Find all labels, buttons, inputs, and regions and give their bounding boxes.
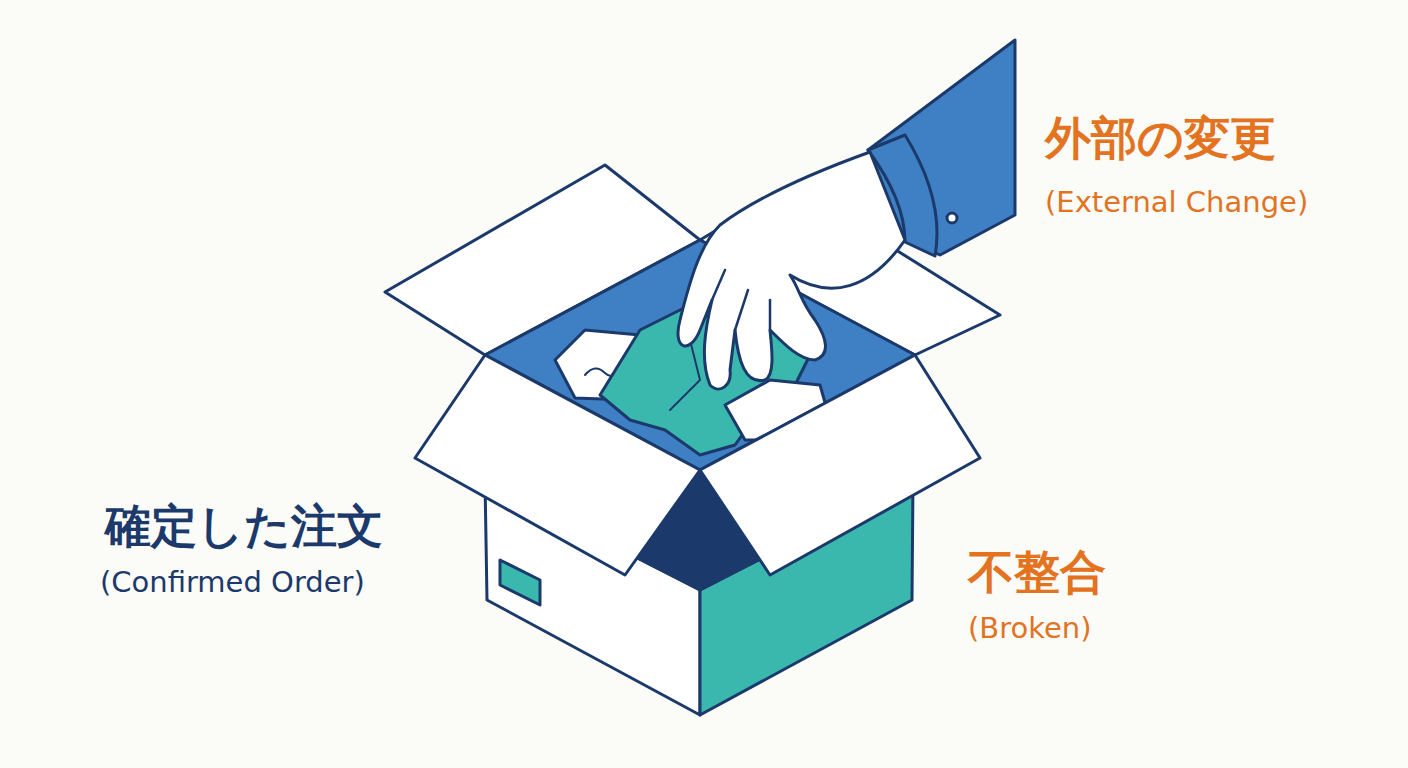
- callout-title: 外部の変更: [1045, 112, 1276, 165]
- hand: [678, 152, 905, 389]
- callout-subtitle: (Broken): [968, 612, 1092, 645]
- cuff-button: [947, 213, 957, 223]
- callout-title: 不整合: [968, 546, 1106, 599]
- callout-subtitle: (Confirmed Order): [100, 566, 365, 599]
- callout-subtitle: (External Change): [1045, 186, 1308, 219]
- front-left-flap: [415, 355, 700, 575]
- callout-title: 確定した注文: [105, 500, 383, 553]
- shipping-label: [500, 560, 540, 605]
- front-right-flap: [700, 355, 980, 575]
